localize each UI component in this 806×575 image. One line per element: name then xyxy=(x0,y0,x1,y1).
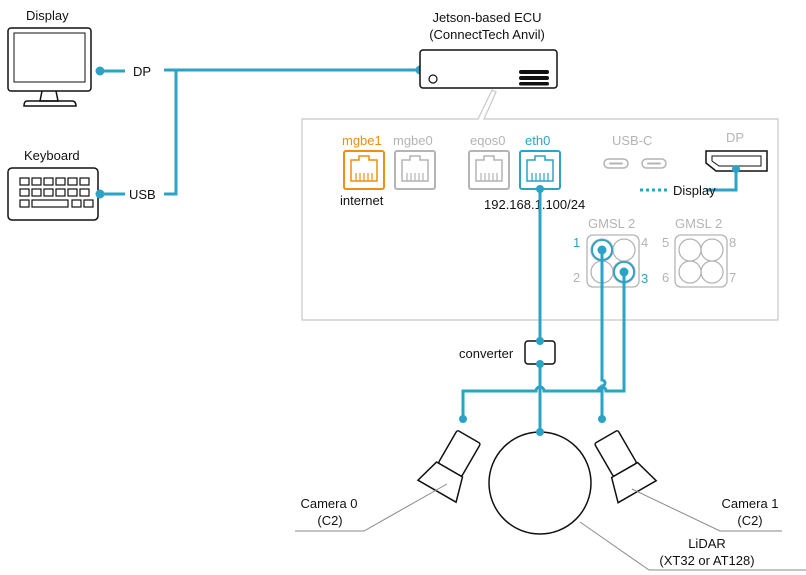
leader-lines xyxy=(295,483,806,571)
lidar-dot xyxy=(536,428,544,436)
camera0-label-line1: Camera 0 xyxy=(300,496,357,511)
camera1-cable xyxy=(596,272,626,419)
gmsl-port-1-dot xyxy=(597,245,607,255)
ecu-title-line2: (ConnectTech Anvil) xyxy=(429,27,545,42)
gmsl-port-number-7: 7 xyxy=(729,270,736,285)
camera1-icon xyxy=(594,430,658,504)
lidar-label-line1: LiDAR xyxy=(688,536,726,551)
gmsl-port-number-6: 6 xyxy=(662,270,669,285)
usb-cable xyxy=(100,70,178,196)
dp-label: DP xyxy=(133,64,151,79)
converter-bottom-dot xyxy=(536,360,544,368)
gmsl-port-number-8: 8 xyxy=(729,235,736,250)
gmsl-port-number-1: 1 xyxy=(573,235,580,250)
camera0-cable xyxy=(461,250,607,419)
gmsl-connector-b-icon xyxy=(674,234,728,288)
usb-label: USB xyxy=(129,187,156,202)
internet-label: internet xyxy=(340,193,384,208)
gmsl-port-number-5: 5 xyxy=(662,235,669,250)
port-label-mgbe0: mgbe0 xyxy=(393,133,433,148)
displayport-icon xyxy=(705,150,768,172)
camera1-dot xyxy=(598,415,606,423)
gmsl-port-3-dot xyxy=(619,267,629,277)
display-label: Display xyxy=(26,8,69,23)
gmsl-label-a: GMSL 2 xyxy=(588,216,635,231)
camera0-label-line2: (C2) xyxy=(317,513,342,528)
gmsl-port-number-4: 4 xyxy=(641,235,648,250)
display-legend-label: Display xyxy=(673,183,716,198)
usbc-port-icon xyxy=(641,158,667,169)
monitor-icon xyxy=(7,27,92,107)
camera1-label-line2: (C2) xyxy=(737,513,762,528)
usbc-port-icon xyxy=(603,158,629,169)
keyboard-icon xyxy=(7,167,99,221)
gmsl-port-number-3: 3 xyxy=(641,271,648,286)
ecu-box-icon xyxy=(419,49,558,89)
gmsl-label-b: GMSL 2 xyxy=(675,216,722,231)
converter-top-dot xyxy=(536,337,544,345)
mgbe0-ethernet-icon xyxy=(394,150,436,190)
camera0-icon xyxy=(416,430,481,504)
display-link-line xyxy=(706,169,738,192)
converter-label: converter xyxy=(459,346,514,361)
keyboard-port-dot xyxy=(95,189,105,199)
camera1-label-line1: Camera 1 xyxy=(721,496,778,511)
gmsl-port-number-2: 2 xyxy=(573,270,580,285)
mgbe1-ethernet-icon xyxy=(343,150,385,190)
keyboard-label: Keyboard xyxy=(24,148,80,163)
ecu-title-line1: Jetson-based ECU xyxy=(432,10,541,25)
camera0-dot xyxy=(459,415,467,423)
port-label-eth0: eth0 xyxy=(525,133,550,148)
port-label-dp: DP xyxy=(726,130,744,145)
display-port-dot xyxy=(95,66,105,76)
ip-address-label: 192.168.1.100/24 xyxy=(484,197,585,212)
eqos0-ethernet-icon xyxy=(468,150,510,190)
port-label-mgbe1: mgbe1 xyxy=(342,133,382,148)
eth0-dot xyxy=(536,185,544,193)
port-label-eqos0: eqos0 xyxy=(470,133,505,148)
displayport-dot xyxy=(732,165,740,173)
lidar-label-line2: (XT32 or AT128) xyxy=(659,553,754,568)
lidar-icon xyxy=(488,431,592,535)
port-label-usbc: USB-C xyxy=(612,133,652,148)
